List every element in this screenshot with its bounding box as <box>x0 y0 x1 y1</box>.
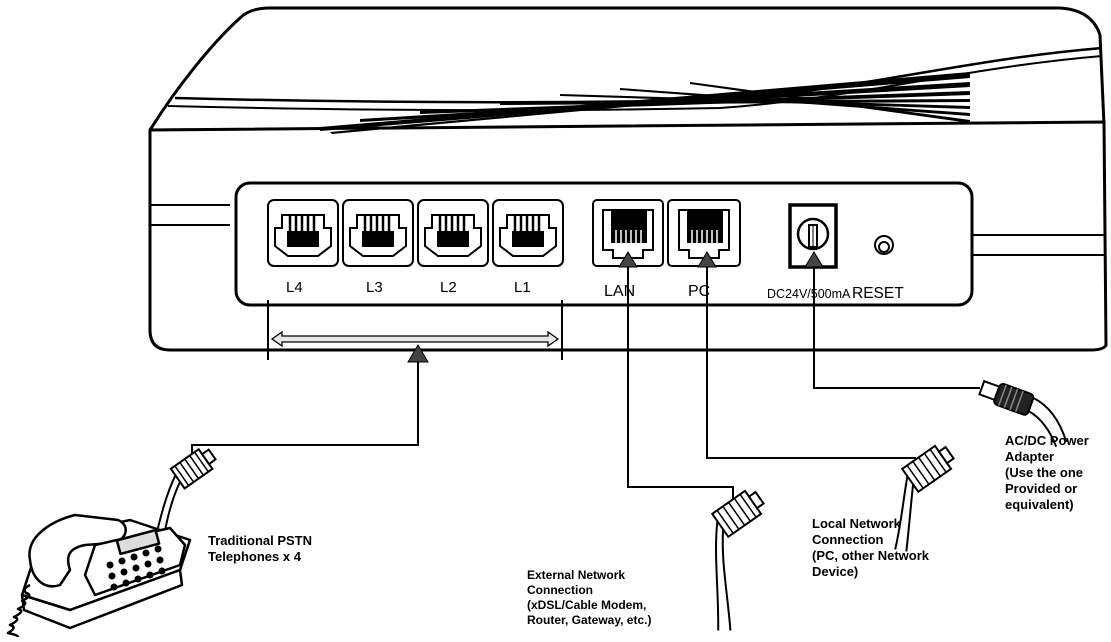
rj45-plug-pc-icon <box>894 444 955 552</box>
telephone-coiled-cord <box>6 583 31 638</box>
port-arrow-heads <box>618 251 824 268</box>
power-arrow-head <box>804 251 824 268</box>
rj11-plug-icon <box>145 447 217 583</box>
callout-local-network: Local Network Connection (PC, other Netw… <box>812 516 930 579</box>
power-plug-icon <box>978 379 1068 448</box>
callout-external-network: External Network Connection (xDSL/Cable … <box>527 568 652 627</box>
pc-arrow-head <box>697 251 717 268</box>
label-lan: LAN <box>604 283 635 300</box>
lan-arrow-head <box>618 251 638 268</box>
label-l2: L2 <box>440 279 457 296</box>
port-l2 <box>417 199 489 267</box>
callout-power-adapter: AC/DC Power Adapter (Use the one Provide… <box>1005 433 1089 512</box>
rj11-ports <box>267 199 564 267</box>
rj45-plug-lan-icon <box>710 489 765 631</box>
phone-ports-span-arrow <box>270 330 560 363</box>
rj45-ports <box>592 199 741 267</box>
telephone-icon <box>6 513 192 638</box>
port-l3 <box>342 199 414 267</box>
port-l1 <box>492 199 564 267</box>
label-power: DC24V/500mA <box>767 287 851 301</box>
pc-line <box>706 262 916 459</box>
label-l1: L1 <box>514 279 531 296</box>
port-pc <box>667 199 741 267</box>
port-l4 <box>267 199 339 267</box>
device-top-cover <box>148 6 1106 132</box>
port-lan <box>592 199 664 267</box>
telephone-line <box>191 360 419 470</box>
ventilation-slots <box>320 72 970 134</box>
label-l3: L3 <box>366 279 383 296</box>
label-reset: RESET <box>852 285 904 302</box>
power-line <box>813 262 980 389</box>
reset-button-icon <box>874 235 894 255</box>
label-pc: PC <box>688 283 710 300</box>
label-l4: L4 <box>286 279 303 296</box>
lan-line <box>627 262 734 500</box>
callout-telephones: Traditional PSTN Telephones x 4 <box>208 533 313 564</box>
